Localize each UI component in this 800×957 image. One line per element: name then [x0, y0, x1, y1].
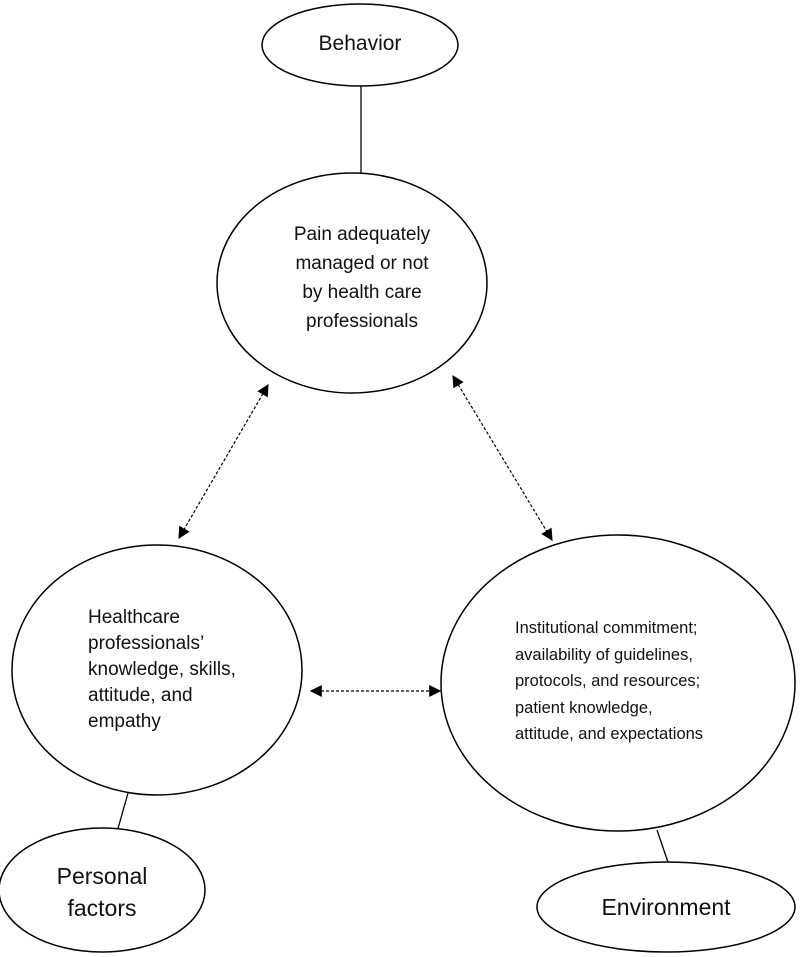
professionals-ellipse — [11, 544, 303, 796]
arrow-pain-professionals — [178, 383, 269, 540]
pain-label: Pain adequately managed or not by health… — [293, 224, 431, 332]
professionals-label: Healthcare professionals’ knowledge, ski… — [88, 607, 236, 732]
connector-professionals-personal — [116, 792, 129, 833]
institutional-label: Institutional commitment; availability o… — [515, 619, 704, 743]
environment-label: Environment — [601, 894, 731, 920]
behavior-ellipse — [261, 3, 459, 87]
personal-ellipse — [0, 827, 206, 953]
environment-ellipse — [536, 861, 796, 953]
personal-label: Personal factors — [56, 863, 148, 921]
institutional-ellipse — [440, 534, 796, 832]
arrow-pain-institutional — [452, 374, 553, 542]
behavior-label: Behavior — [318, 32, 402, 55]
pain-ellipse — [216, 172, 488, 394]
